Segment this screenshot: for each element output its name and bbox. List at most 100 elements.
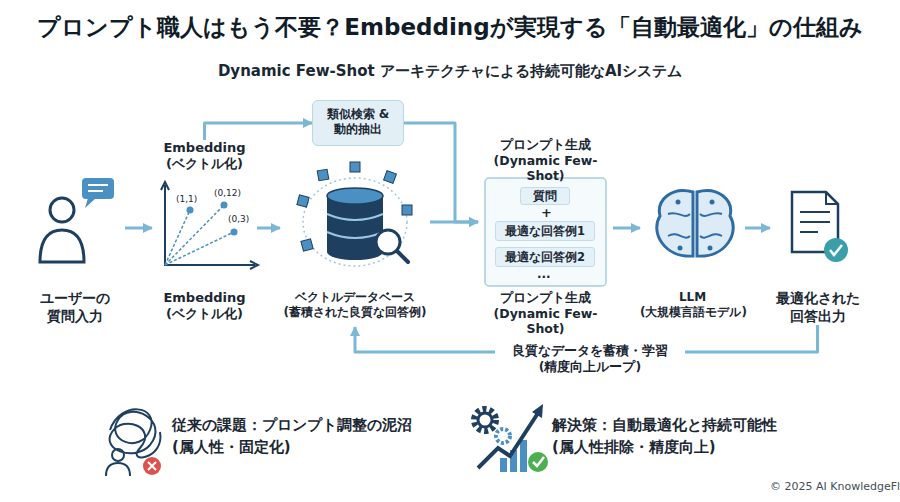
- process-node: ユーザーの 質問入力: [25, 185, 125, 325]
- vector-chart: [250, 261, 258, 269]
- solution-icon: [496, 429, 510, 443]
- tangle-icon: [143, 457, 161, 475]
- process-node: LLM (大規模言語モデル): [640, 185, 745, 325]
- node-label: Embedding (ベクトル化): [152, 140, 257, 173]
- user-icon: [82, 178, 114, 199]
- prompt-item: 最適な回答例1: [495, 221, 595, 241]
- annotation-text: (属人性・固定化): [172, 438, 291, 457]
- solution-icon: [528, 452, 548, 472]
- user-icon: [40, 230, 84, 262]
- node-label: LLM (大規模言語モデル): [640, 290, 745, 320]
- database-icon: [317, 169, 329, 181]
- brain-icon: [700, 234, 722, 237]
- database-icon: [297, 195, 309, 207]
- vector-chart: [231, 229, 238, 236]
- user-icon: [50, 198, 74, 222]
- brain-icon: [678, 246, 683, 251]
- node-label: ユーザーの 質問入力: [25, 290, 125, 325]
- user-icon: [85, 198, 96, 208]
- document-icon: [800, 211, 830, 213]
- tangle-icon: [106, 409, 161, 476]
- brain-icon: [700, 213, 722, 216]
- page-title: プロンプト職人はもう不要？Embeddingが実現する「自動最適化」の仕組み: [0, 12, 900, 43]
- annotation-text: (0,3): [228, 214, 249, 224]
- prompt-item: 最適な回答例2: [495, 247, 595, 267]
- database-icon: [303, 178, 407, 266]
- database-icon: [384, 171, 397, 184]
- solution-icon: [474, 409, 496, 431]
- user-icon: [88, 184, 108, 186]
- flow-arrow: [125, 227, 152, 230]
- flow-arrow: [404, 123, 478, 222]
- edge-label: 良質なデータを蓄積・学習 (精度向上ループ): [495, 343, 685, 376]
- annotation-text: (0,12): [214, 188, 241, 198]
- brain-icon: [668, 213, 690, 216]
- node-label: 最適な回答例1: [496, 224, 594, 238]
- database-icon: [327, 214, 383, 220]
- database-icon: [402, 205, 412, 215]
- node-label: 最適化された 回答出力: [770, 290, 865, 325]
- user-icon: [40, 178, 114, 262]
- user-icon: [88, 190, 103, 192]
- document-icon: [800, 231, 818, 233]
- tangle-icon: [112, 449, 124, 461]
- annotation-text: (1,1): [176, 194, 197, 204]
- prompt-frame: [485, 178, 606, 286]
- flow-arrow: [257, 227, 280, 230]
- annotation-text: ...: [537, 267, 551, 281]
- document-icon: [830, 245, 842, 255]
- process-node: Embedding (ベクトル化) Embedding (ベクトル化): [152, 140, 257, 325]
- vector-chart: [221, 202, 228, 209]
- annotation-text: 従来の課題：プロンプト調整の泥沼: [172, 416, 412, 435]
- database-icon: [397, 251, 408, 262]
- brain-icon: [676, 200, 681, 205]
- tangle-icon: [110, 409, 161, 457]
- solution-icon: [520, 440, 527, 472]
- database-icon: [327, 188, 383, 204]
- database-icon: [327, 244, 383, 260]
- tangle-icon: [106, 463, 130, 476]
- vector-chart: [165, 210, 190, 265]
- annotation-text: © 2025 AI KnowledgeFlow: [770, 480, 900, 493]
- vector-chart: [161, 182, 169, 190]
- vector-chart: [165, 232, 234, 265]
- node-label: プロンプト生成 (Dynamic Few-Shot): [478, 137, 613, 184]
- database-icon: [327, 232, 383, 238]
- vector-chart: [161, 182, 258, 269]
- flow-arrow: [745, 227, 770, 230]
- node-label: Embedding (ベクトル化): [152, 290, 257, 323]
- brain-icon: [697, 191, 733, 257]
- document-icon: [792, 192, 848, 262]
- tangle-icon: [148, 462, 156, 470]
- vector-chart: [165, 205, 224, 265]
- subtitle: Dynamic Few-Shot アーキテクチャによる持続可能なAIシステム: [0, 62, 900, 81]
- flow-arrow: [613, 227, 640, 230]
- database-icon: [301, 239, 313, 251]
- solution-icon: [533, 457, 544, 466]
- solution-icon: [474, 404, 548, 472]
- node-label: プロンプト生成 (Dynamic Few-Shot): [478, 290, 613, 337]
- annotation-text: 解決策：自動最適化と持続可能性: [552, 416, 777, 435]
- node-label: 最適な回答例2: [496, 250, 594, 264]
- vector-chart: [165, 185, 255, 265]
- process-node: ベクトルデータベース (蓄積された良質な回答例): [280, 172, 430, 327]
- database-icon: [350, 162, 360, 172]
- node-label: 類似検索 & 動的抽出: [313, 107, 403, 137]
- process-box: 類似検索 & 動的抽出: [312, 100, 404, 146]
- process-node: プロンプト生成 (Dynamic Few-Shot)プロンプト生成 (Dynam…: [478, 137, 613, 327]
- brain-icon: [710, 200, 715, 205]
- brain-icon: [668, 234, 690, 237]
- prompt-frame: [485, 178, 606, 286]
- solution-icon: [500, 458, 507, 472]
- flow-arrow: [430, 221, 478, 224]
- database-icon: [297, 162, 412, 266]
- node-label: ベクトルデータベース (蓄積された良質な回答例): [280, 290, 430, 320]
- brain-icon: [708, 246, 713, 251]
- vector-chart: [187, 207, 194, 214]
- solution-icon: [478, 413, 492, 427]
- solution-icon: [532, 404, 543, 418]
- prompt-item: 質問: [520, 187, 570, 205]
- brain-icon: [657, 191, 733, 257]
- document-icon: [800, 221, 830, 223]
